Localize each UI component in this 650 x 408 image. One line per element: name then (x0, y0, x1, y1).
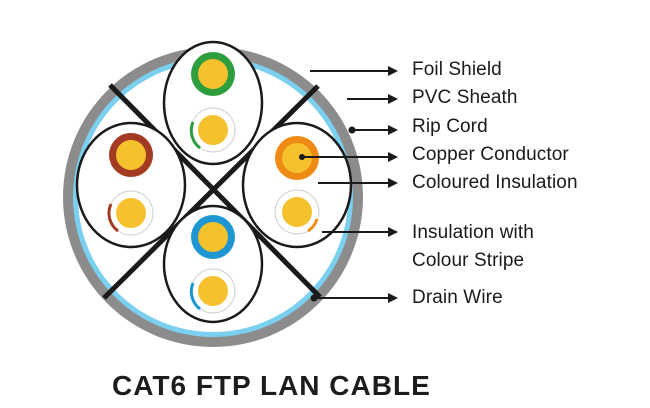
pair-green (162, 40, 264, 166)
label-rip-cord: Rip Cord (412, 116, 488, 137)
diagram-caption: CAT6 FTP LAN CABLE (112, 370, 431, 401)
label-insulation-stripe-line1: Insulation with (412, 222, 534, 243)
label-copper-conductor: Copper Conductor (412, 144, 569, 165)
label-drain-wire: Drain Wire (412, 287, 503, 308)
pair-blue (162, 204, 264, 324)
label-pvc-sheath: PVC Sheath (412, 87, 518, 108)
pair-orange (241, 121, 353, 249)
label-coloured-insulation: Coloured Insulation (412, 172, 578, 193)
callout-lines (302, 66, 398, 303)
label-foil-shield: Foil Shield (412, 59, 502, 80)
cross-separator (102, 84, 320, 300)
pair-brown (75, 121, 187, 249)
label-insulation-stripe-line2: Colour Stripe (412, 250, 525, 271)
